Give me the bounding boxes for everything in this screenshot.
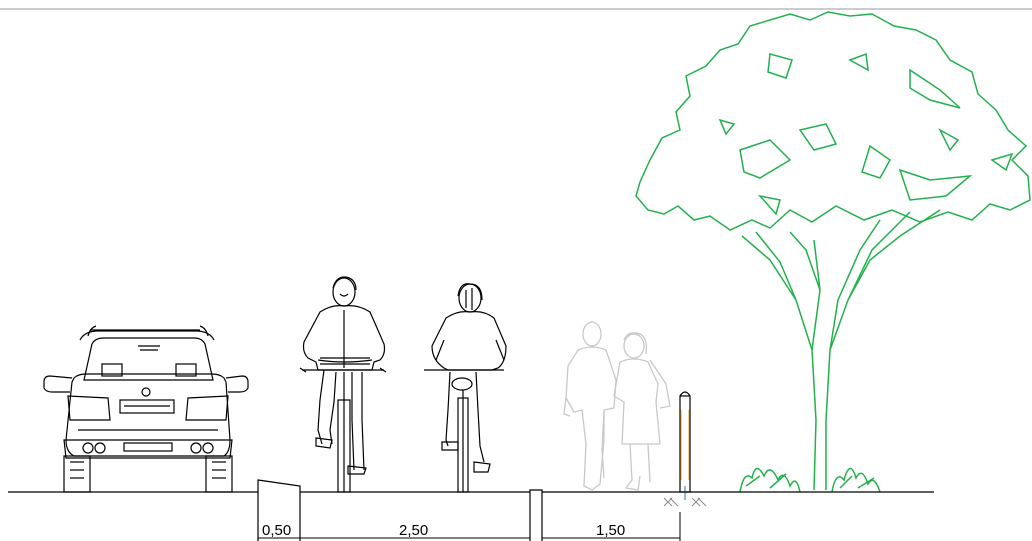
car-icon: [43, 325, 249, 493]
cyclist-front-icon: [299, 276, 387, 493]
dimension-label-bike-lane: 2,50: [399, 522, 428, 539]
curb-left: [257, 479, 301, 541]
pedestrian-couple-icon: [563, 321, 671, 491]
bollard-icon: [663, 391, 707, 507]
dimension-label-sidewalk: 1,50: [596, 522, 625, 539]
cyclist-back-icon: [424, 283, 507, 493]
dimension-label-curb: 0,50: [262, 522, 291, 539]
curb-divider: [529, 489, 543, 541]
dimension-line: [258, 512, 681, 541]
tree-icon: [635, 11, 1031, 493]
